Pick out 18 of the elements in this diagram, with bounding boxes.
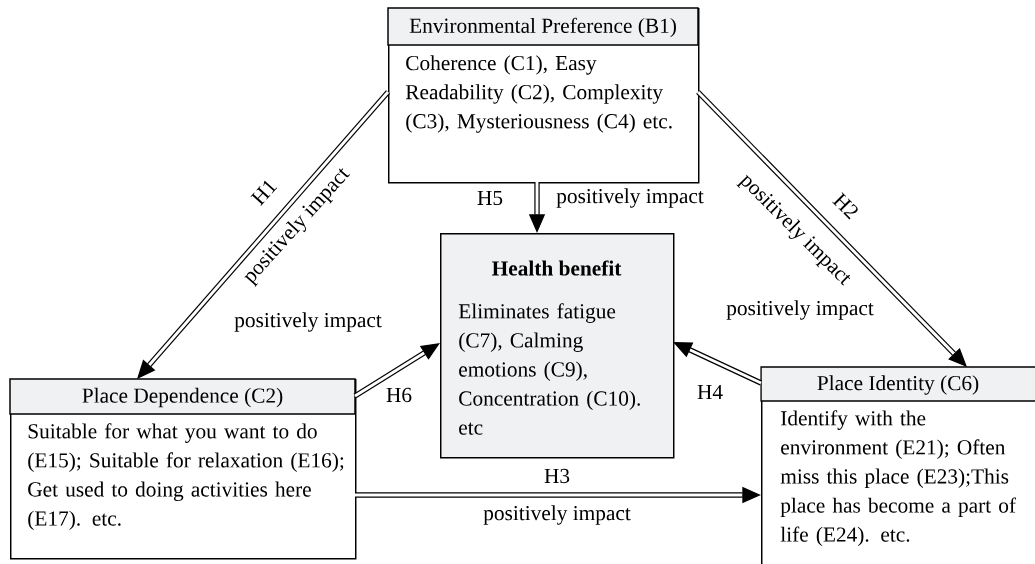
edge-label: H1 bbox=[250, 180, 278, 206]
arrow bbox=[353, 343, 440, 399]
concept-box: Place Identity (C6) Identify with the environment (E21); Often miss this place (E23);This place has become a part of life (E24). etc. bbox=[760, 366, 1035, 564]
concept-box: Place Dependence (C2) Suitable for what you want to do (E15); Suitable for relaxation (E16); Get used to doing activities here (E17). etc. bbox=[9, 378, 357, 560]
edge-label: H6 bbox=[386, 387, 412, 403]
edge-label: H3 bbox=[544, 468, 570, 484]
edge-label: H5 bbox=[477, 190, 503, 206]
arrow bbox=[673, 342, 763, 386]
annotation-text: positively impact bbox=[483, 505, 631, 525]
edge-label: H2 bbox=[832, 192, 858, 220]
arrow bbox=[696, 90, 967, 367]
edge-label: H4 bbox=[697, 385, 723, 399]
annotation-text: positively impact bbox=[234, 312, 382, 332]
annotation-text: positively impact bbox=[556, 188, 704, 208]
arrow bbox=[137, 90, 390, 379]
annotation-text: positively impact bbox=[726, 300, 874, 320]
concept-box: Environmental Preference (B1) Coherence (C1), Easy Readability (C2), Complexity (C3), Mysteriousness (C4) etc. bbox=[387, 7, 700, 184]
concept-box: Health benefit Eliminates fatigue (C7), Calming emotions (C9), Concentration (C10). etc bbox=[440, 233, 675, 459]
